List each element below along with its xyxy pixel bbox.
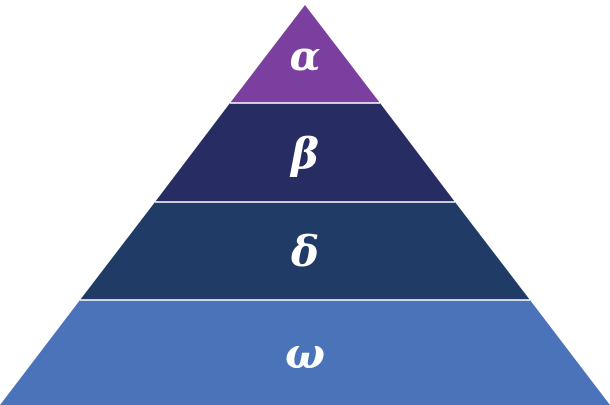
pyramid-tier-alpha: [230, 5, 380, 103]
tier-label-beta: β: [289, 129, 319, 178]
pyramid-tier-beta: [155, 103, 455, 202]
tier-label-alpha: α: [290, 33, 321, 80]
pyramid-tier-delta: [80, 202, 530, 300]
pyramid-tier-omega: [0, 300, 610, 405]
tier-label-delta: δ: [290, 227, 319, 276]
tier-label-omega: ω: [285, 329, 325, 378]
